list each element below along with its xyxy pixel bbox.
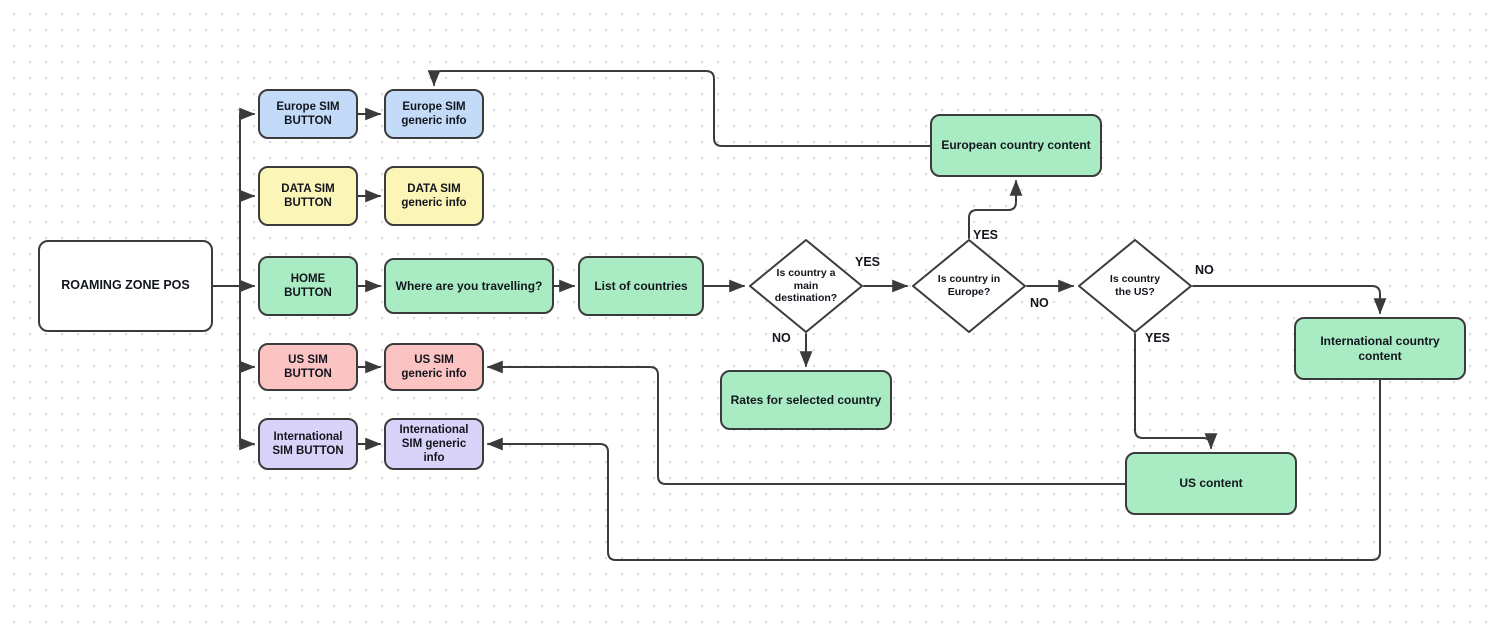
edge-european-content-back [427, 70, 931, 147]
edge-label-no-in-europe: NO [1030, 296, 1049, 310]
node-label-european-country-content: European country content [941, 138, 1091, 153]
diamond-shape [749, 239, 863, 333]
node-roaming-zone-pos[interactable]: ROAMING ZONE POS [38, 240, 213, 332]
edge-decision3-yes [1134, 333, 1218, 450]
node-label-roaming-zone-pos: ROAMING ZONE POS [61, 278, 190, 293]
node-list-of-countries[interactable]: List of countries [578, 256, 704, 316]
edge-label-yes-the-us: YES [1145, 331, 1171, 345]
node-rates-selected-country[interactable]: Rates for selected country [720, 370, 892, 430]
node-european-country-content[interactable]: European country content [930, 114, 1102, 177]
edge-label-yes-in-europe: YES [973, 228, 999, 242]
node-label-list-of-countries: List of countries [594, 278, 688, 293]
edge-label-no-the-us: NO [1195, 263, 1214, 277]
node-label-where-travelling: Where are you travelling? [395, 278, 543, 293]
diamond-shape [912, 239, 1026, 333]
diamond-shape [1078, 239, 1192, 333]
node-us-content[interactable]: US content [1125, 452, 1297, 515]
edge-label-yes-main-destination: YES [855, 255, 881, 269]
edge-decision3-no [1192, 285, 1387, 315]
node-label-us-content: US content [1179, 476, 1243, 491]
edge-label-no-main-destination: NO [772, 331, 791, 345]
node-label-rates-selected-country: Rates for selected country [730, 392, 882, 407]
node-where-travelling[interactable]: Where are you travelling? [384, 258, 554, 314]
